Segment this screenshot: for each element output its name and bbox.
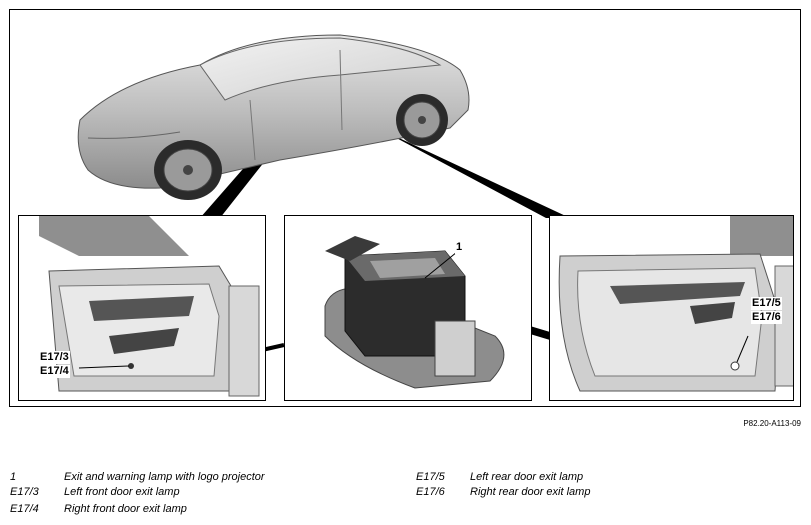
legend-text: Left rear door exit lamp xyxy=(470,471,584,483)
rear-door-inset: E17/5 E17/6 xyxy=(549,215,794,401)
callout-e17-6: E17/6 xyxy=(751,311,782,324)
legend-text: Right rear door exit lamp xyxy=(470,486,591,498)
callout-e17-3: E17/3 xyxy=(39,351,70,364)
legend-code: E17/5 xyxy=(416,471,445,483)
legend-code: 1 xyxy=(10,471,17,483)
callout-e17-5: E17/5 xyxy=(751,297,782,310)
callout-e17-4: E17/4 xyxy=(39,365,70,378)
figure-reference: P82.20-A113-09 xyxy=(743,419,801,428)
lamp-module-inset: 1 xyxy=(284,215,532,401)
legend-code: E17/4 xyxy=(10,503,39,515)
legend-text: Exit and warning lamp with logo projecto… xyxy=(64,471,265,483)
front-door-inset: E17/3 E17/4 xyxy=(18,215,266,401)
rear-door-leader xyxy=(530,326,550,340)
callout-1: 1 xyxy=(455,241,464,254)
car-illustration xyxy=(77,34,570,352)
rear-leader xyxy=(372,125,570,218)
legend-code: E17/6 xyxy=(416,486,445,498)
legend-text: Right front door exit lamp xyxy=(64,503,187,515)
legend-code: E17/3 xyxy=(10,486,39,498)
illustration-frame: E17/3 E17/4 1 E17/5 E17/6 xyxy=(9,9,801,407)
legend-text: Left front door exit lamp xyxy=(64,486,180,498)
